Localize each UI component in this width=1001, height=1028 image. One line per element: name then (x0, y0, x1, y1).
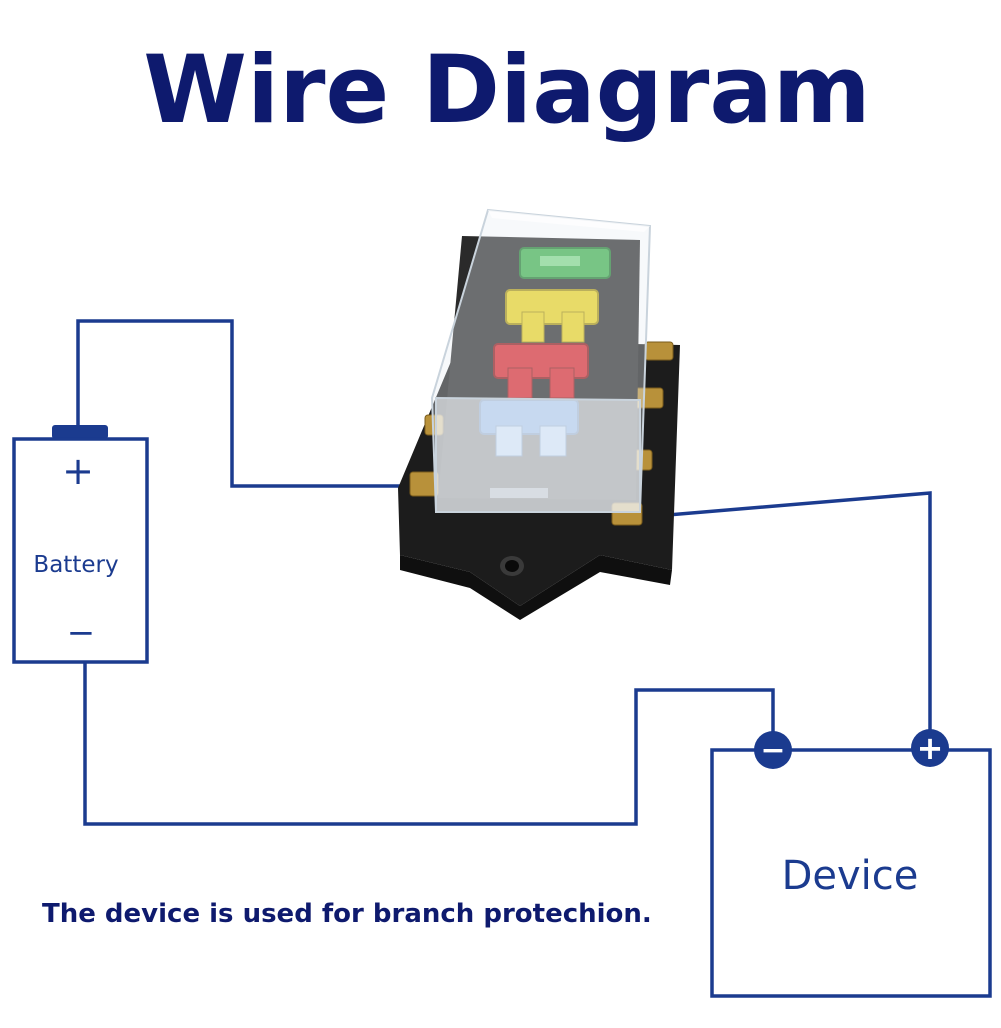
wire-battery-negative-to-device-negative (83, 662, 775, 826)
battery-terminal-cap (52, 425, 108, 439)
page-title: Wire Diagram (143, 36, 870, 145)
fuse-box (398, 208, 680, 620)
device-negative-terminal (754, 731, 792, 769)
battery-label: Battery (33, 552, 118, 578)
wires (76, 319, 932, 826)
device-positive-terminal (911, 729, 949, 767)
device-label: Device (782, 853, 919, 899)
device-positive-symbol: + (917, 729, 944, 767)
transparent-cover (430, 208, 652, 513)
wire-battery-positive-to-fusebox (76, 319, 418, 488)
device-negative-symbol: − (760, 733, 785, 768)
battery: + Battery − (12, 425, 149, 664)
battery-body (12, 437, 149, 664)
fuse-box-base-edge (400, 555, 672, 620)
caption: The device is used for branch protechion… (42, 899, 652, 929)
battery-negative-symbol: − (67, 613, 96, 653)
battery-positive-symbol: + (62, 449, 94, 493)
device: Device − + (710, 729, 992, 998)
wire-fusebox-to-device-positive (631, 491, 932, 746)
device-body (710, 748, 992, 998)
